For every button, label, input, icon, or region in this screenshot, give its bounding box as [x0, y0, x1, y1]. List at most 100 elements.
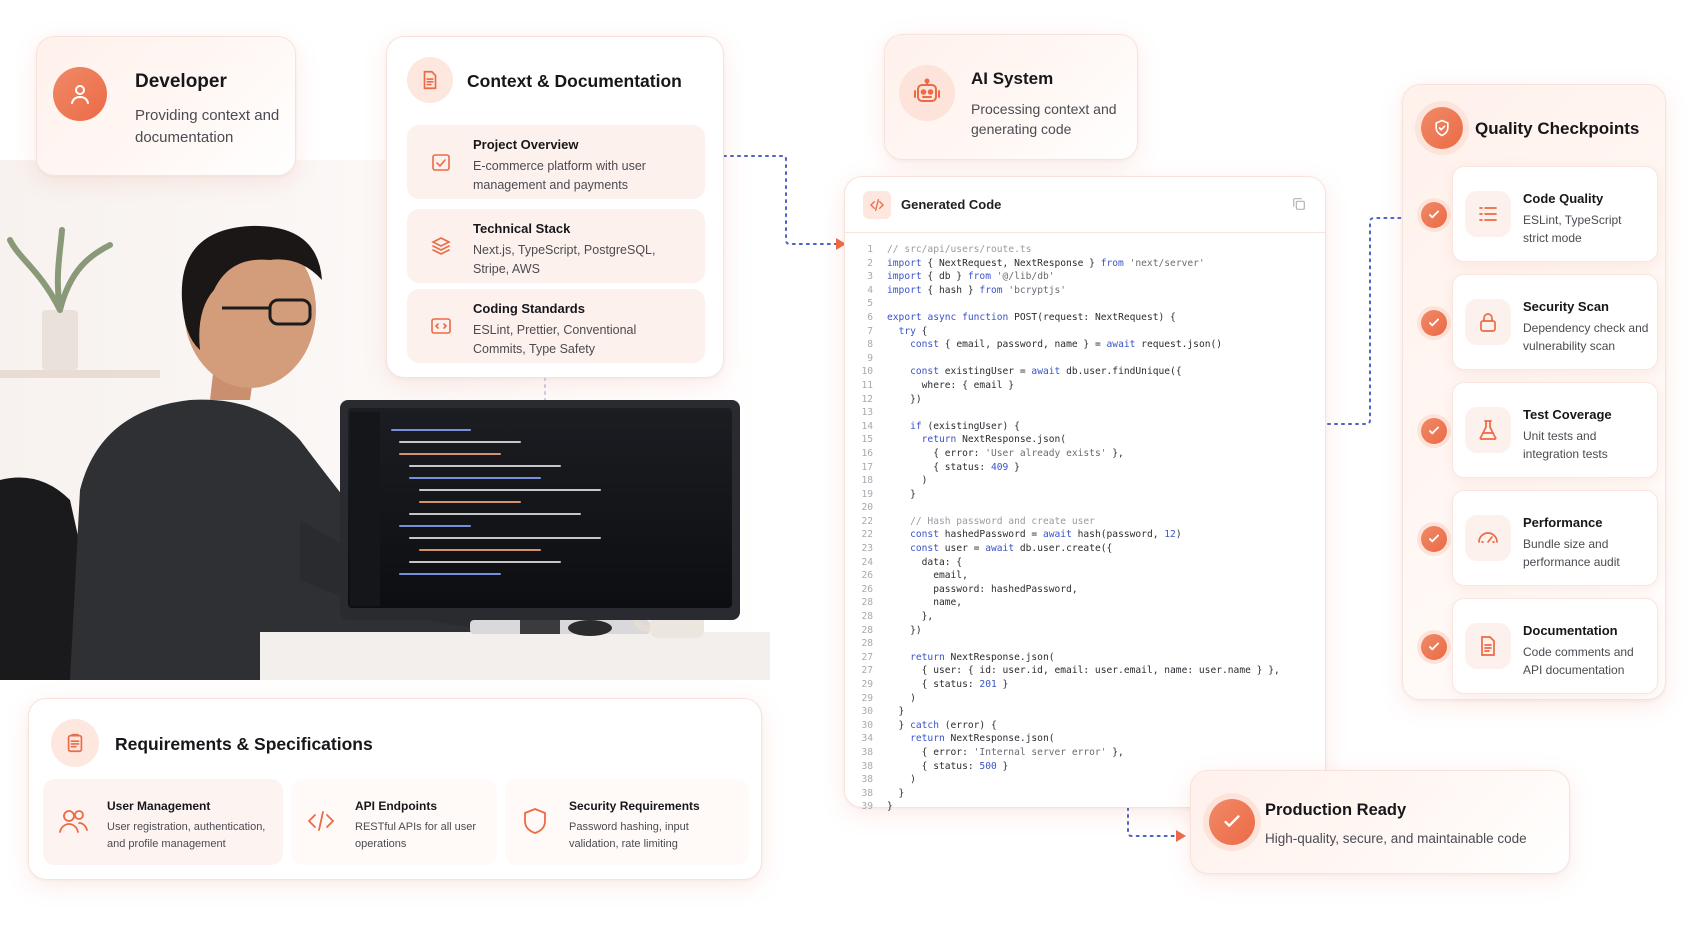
developer-subtitle: Providing context and documentation [135, 107, 280, 146]
checkpoint-desc: Code comments and API documentation [1523, 645, 1634, 677]
code-line: 7 try { [861, 325, 1313, 339]
list-icon [1465, 191, 1511, 237]
checkpoint-desc: Dependency check and vulnerability scan [1523, 321, 1649, 353]
code-line: 19 } [861, 488, 1313, 502]
code-text: }) [887, 393, 922, 405]
code-text: { status: 500 } [887, 760, 1009, 772]
checkpoint-check-icon [1421, 418, 1447, 444]
quality-title: Quality Checkpoints [1475, 119, 1640, 138]
code-text: } [887, 787, 905, 799]
connector-code-to-production [1127, 807, 1179, 837]
line-number: 20 [861, 502, 873, 514]
code-panel-title: Generated Code [901, 197, 1002, 212]
checkpoint-check-icon [1421, 310, 1447, 336]
code-text: } catch (error) { [887, 719, 997, 731]
code-text: const { email, password, name } = await … [910, 339, 1223, 351]
code-line: 38 ) [861, 773, 1313, 787]
code-text: import { db } from '@/lib/db' [887, 271, 1055, 283]
line-number: 7 [867, 325, 873, 337]
line-number: 38 [861, 760, 873, 772]
checkpoint-title: Test Coverage [1523, 407, 1612, 422]
users-icon [57, 805, 89, 837]
line-number: 19 [861, 488, 873, 500]
requirement-title: API Endpoints [355, 799, 437, 813]
code-text: { status: 409 } [887, 461, 1020, 473]
line-number: 13 [861, 407, 873, 419]
code-text: { user: { id: user.id, email: user.email… [887, 665, 1280, 677]
checkpoint-title: Documentation [1523, 623, 1618, 638]
line-number: 11 [861, 379, 873, 391]
context-item: Project Overview E-commerce platform wit… [407, 125, 705, 199]
code-line: 28 name, [861, 596, 1313, 610]
requirement-desc: User registration, authentication, and p… [107, 821, 266, 850]
gauge-icon [1465, 515, 1511, 561]
ai-title: AI System [971, 69, 1054, 88]
code-text: return NextResponse.json( [910, 651, 1055, 663]
code-line: 20 [861, 501, 1313, 515]
ai-system-card: AI System Processing context and generat… [884, 34, 1138, 160]
production-ready-card: Production Ready High-quality, secure, a… [1190, 770, 1570, 874]
checkpoint-desc: ESLint, TypeScript strict mode [1523, 213, 1622, 245]
code-text: { error: 'User already exists' }, [887, 447, 1124, 459]
line-number: 39 [861, 801, 873, 813]
checkpoint-check-icon [1421, 202, 1447, 228]
code-line: 1// src/api/users/route.ts [861, 243, 1313, 257]
code-text: ) [887, 692, 916, 704]
line-number: 12 [861, 393, 873, 405]
checkpoint-check-icon [1421, 526, 1447, 552]
line-number: 26 [861, 583, 873, 595]
checkpoint-desc: Bundle size and performance audit [1523, 537, 1620, 569]
line-number: 15 [861, 434, 873, 446]
context-item: Coding Standards ESLint, Prettier, Conve… [407, 289, 705, 363]
line-number: 2 [867, 257, 873, 269]
code-line: 12 }) [861, 393, 1313, 407]
code-text: } [887, 488, 916, 500]
checkpoint-title: Performance [1523, 515, 1603, 530]
copy-icon[interactable] [1291, 196, 1307, 212]
context-item-title: Coding Standards [473, 301, 585, 316]
code-window-icon [419, 304, 463, 348]
code-text: return NextResponse.json( [910, 733, 1055, 745]
document-icon [1465, 623, 1511, 669]
code-text: import { NextRequest, NextResponse } fro… [887, 257, 1205, 269]
line-number: 29 [861, 692, 873, 704]
connector-code-to-quality [1327, 217, 1421, 425]
shield-icon [519, 805, 551, 837]
developer-title: Developer [135, 71, 227, 92]
code-text: password: hashedPassword, [887, 583, 1078, 595]
requirement-item: User Management User registration, authe… [43, 779, 283, 865]
requirement-title: User Management [107, 799, 211, 813]
code-icon [863, 191, 891, 219]
code-line: 9 [861, 352, 1313, 366]
code-line: 26 email, [861, 569, 1313, 583]
shield-icon [1421, 107, 1463, 149]
code-line: 10 const existingUser = await db.user.fi… [861, 365, 1313, 379]
code-line: 16 { error: 'User already exists' }, [861, 447, 1313, 461]
code-text: data: { [887, 556, 963, 568]
code-text: } [887, 801, 893, 813]
line-number: 22 [861, 515, 873, 527]
code-text: email, [887, 570, 968, 582]
code-line: 39} [861, 800, 1313, 814]
code-text: { error: 'Internal server error' }, [887, 746, 1124, 758]
line-number: 28 [861, 611, 873, 623]
code-text: const existingUser = await db.user.findU… [910, 366, 1182, 378]
code-line: 28 }) [861, 624, 1313, 638]
code-line: 38 { error: 'Internal server error' }, [861, 746, 1313, 760]
developer-card: Developer Providing context and document… [36, 36, 296, 176]
code-line: 8 const { email, password, name } = awai… [861, 338, 1313, 352]
code-line: 15 return NextResponse.json( [861, 433, 1313, 447]
code-text: return NextResponse.json( [921, 434, 1067, 446]
code-line: 24 data: { [861, 556, 1313, 570]
code-line: 5 [861, 297, 1313, 311]
code-line: 27 return NextResponse.json( [861, 651, 1313, 665]
line-number: 28 [861, 624, 873, 636]
line-number: 14 [861, 420, 873, 432]
line-number: 23 [861, 543, 873, 555]
context-item-title: Project Overview [473, 137, 579, 152]
